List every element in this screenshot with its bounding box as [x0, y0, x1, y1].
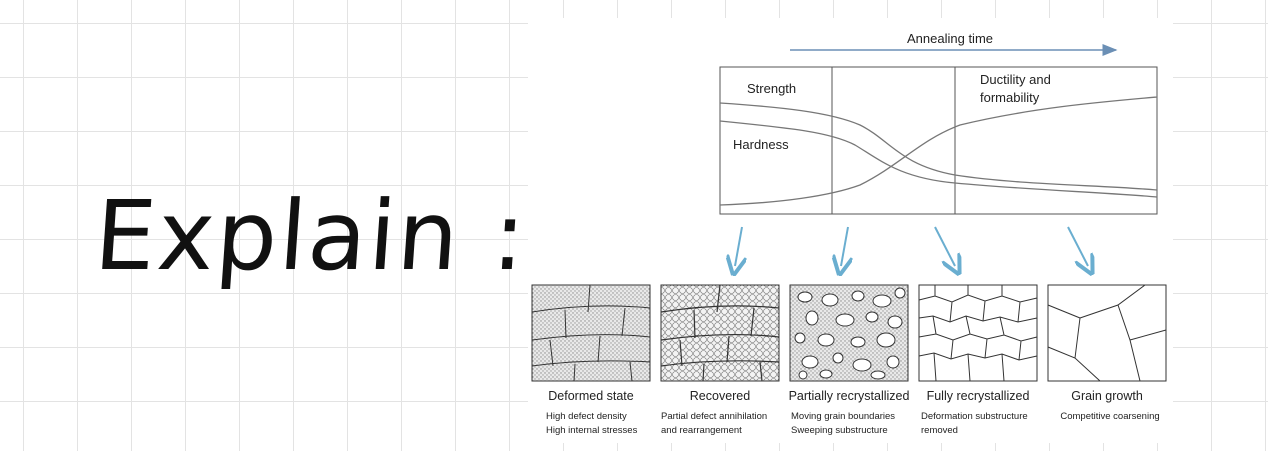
stage-name-5: Grain growth: [1071, 389, 1143, 403]
stage-desc-3b: Sweeping substructure: [791, 425, 888, 436]
stage-desc-1a: High defect density: [546, 411, 627, 422]
micrograph-grain-growth: [1048, 285, 1166, 381]
micrograph-deformed: [532, 285, 650, 381]
stage-arrow-3: [935, 227, 955, 266]
stage-arrow-1: [735, 227, 742, 266]
stage-name-4: Fully recrystallized: [927, 389, 1030, 403]
stage-desc-1b: High internal stresses: [546, 425, 638, 436]
annealing-time-label: Annealing time: [907, 31, 993, 46]
stage-name-1: Deformed state: [548, 389, 634, 403]
stage-desc-2a: Partial defect annihilation: [661, 411, 767, 422]
micrograph-partially-recrystallized: [790, 285, 908, 381]
micrograph-fully-recrystallized: [919, 285, 1037, 381]
stage-arrow-2: [841, 227, 848, 266]
stage-desc-4b: removed: [921, 425, 958, 436]
strength-label: Strength: [747, 81, 796, 96]
stage-desc-5a: Competitive coarsening: [1060, 411, 1159, 422]
stage-desc-3a: Moving grain boundaries: [791, 411, 895, 422]
stage-name-2: Recovered: [690, 389, 750, 403]
stage-desc-2b: and rearrangement: [661, 425, 742, 436]
micrograph-recovered: [661, 285, 779, 381]
hardness-label: Hardness: [733, 137, 789, 152]
stage-arrow-4: [1068, 227, 1088, 266]
stage-desc-4a: Deformation substructure: [921, 411, 1028, 422]
stage-name-3: Partially recrystallized: [789, 389, 910, 403]
